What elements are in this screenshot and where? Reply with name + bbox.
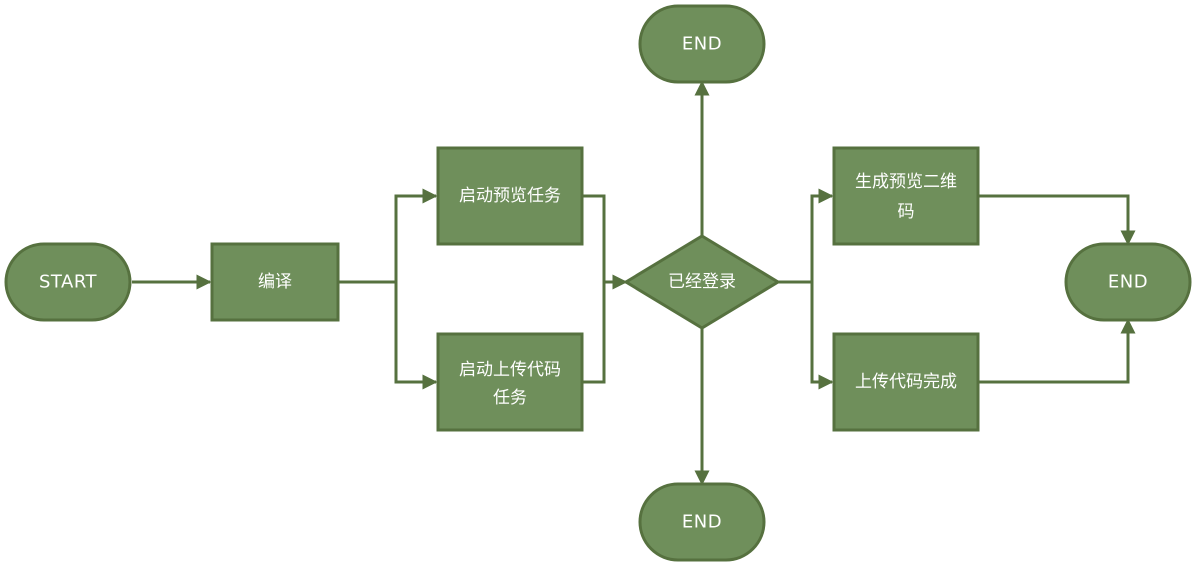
node-end-bottom: END [638, 482, 766, 562]
node-logged-in-decision: 已经登录 [623, 234, 781, 330]
node-generate-qr-label-line2: 码 [898, 202, 915, 222]
edge-upload-task-to-logged-in [582, 282, 606, 384]
node-preview-task-label: 启动预览任务 [459, 186, 561, 206]
node-start: START [4, 242, 132, 322]
node-end-bottom-label: END [682, 512, 722, 533]
node-end-right: END [1064, 242, 1192, 322]
node-generate-qr-label-line1: 生成预览二维 [855, 172, 957, 192]
node-upload-done: 上传代码完成 [832, 332, 980, 432]
node-compile: 编译 [210, 242, 340, 322]
node-logged-in-label: 已经登录 [668, 272, 736, 292]
node-upload-task-label-line1: 启动上传代码 [459, 360, 561, 380]
node-end-top-label: END [682, 34, 722, 55]
node-upload-task: 启动上传代码 任务 [436, 332, 584, 432]
edge-preview-task-to-logged-in [582, 194, 628, 290]
edge-qr-to-end-right [978, 194, 1136, 246]
node-end-right-label: END [1108, 272, 1148, 293]
edge-logged-in-to-qr [810, 188, 834, 282]
edge-upload-done-to-end-right [978, 318, 1136, 384]
edge-compile-to-upload-task [394, 282, 438, 390]
node-preview-task: 启动预览任务 [436, 146, 584, 246]
edges [132, 80, 1136, 486]
node-end-top: END [638, 4, 766, 84]
node-generate-qr: 生成预览二维 码 [832, 146, 980, 246]
edge-logged-in-to-upload-done [810, 282, 834, 390]
node-start-label: START [39, 272, 98, 293]
node-compile-label: 编译 [258, 272, 292, 292]
edge-compile-to-preview-task [394, 188, 438, 282]
node-upload-task-label-line2: 任务 [493, 388, 527, 408]
node-upload-done-label: 上传代码完成 [855, 372, 957, 392]
